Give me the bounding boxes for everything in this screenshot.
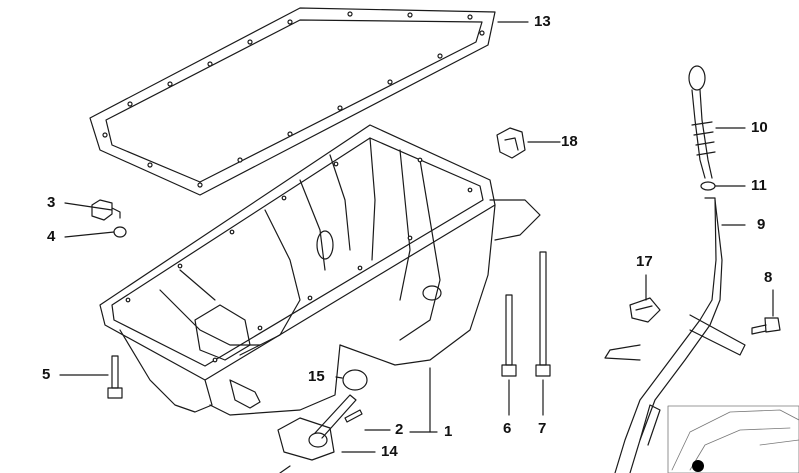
callout-7: 7 [538,420,547,437]
callout-6: 6 [503,420,512,437]
oil-pan [99,124,541,416]
callout-3: 3 [47,194,56,211]
leader-lines [59,21,774,473]
callout-18: 18 [561,133,578,150]
oil-pump-o-ring [342,369,368,391]
hose-clip [629,297,661,323]
callout-11: 11 [751,177,767,194]
dowel-pin [344,409,363,423]
dipstick [688,65,716,179]
callout-1: 1 [444,423,453,440]
callout-17: 17 [636,253,653,270]
callout-4: 4 [47,228,56,245]
callout-14: 14 [381,443,398,460]
callout-2: 2 [395,421,404,438]
grommet-plug [496,127,526,159]
callout-9: 9 [757,216,766,233]
callout-10: 10 [751,119,768,136]
pan-bolt-long [535,251,551,377]
drain-plug-seal [113,226,127,238]
pan-bolt-medium [501,294,517,377]
dipstick-guide-tube [604,197,746,473]
guide-tube-bolt [751,317,781,335]
oil-pan-gasket [89,7,496,196]
location-marker-dot [692,460,704,472]
callout-13: 8 [764,269,773,286]
dipstick-o-ring [700,181,716,191]
vehicle-locator-thumbnail [667,405,799,473]
callout-5: 5 [42,366,51,383]
callout-8: 13 [534,13,551,30]
callout-15: 15 [308,368,325,385]
drain-plug [91,199,121,221]
oil-pickup-tube [277,394,357,461]
pan-bolt-short [107,355,123,399]
